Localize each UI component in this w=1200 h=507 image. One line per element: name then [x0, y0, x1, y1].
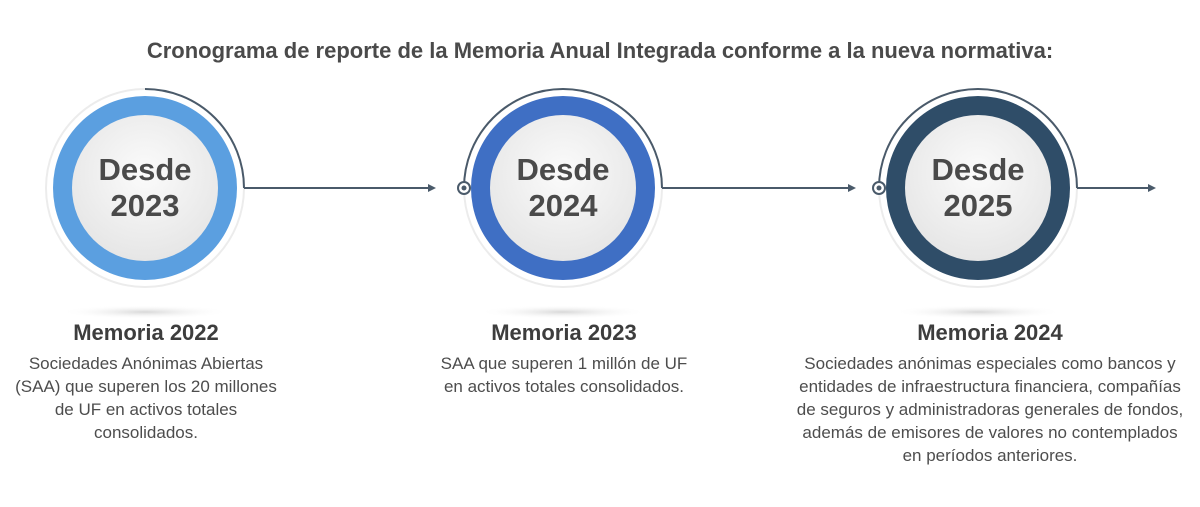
connector-arc: [878, 88, 1078, 189]
year-label-1: Desde 2023: [65, 152, 225, 224]
year-label-3: Desde 2025: [898, 152, 1058, 224]
arrow-head-icon: [428, 184, 436, 192]
connector-arc: [144, 88, 245, 189]
node-shadow: [893, 305, 1063, 319]
start-dot-core: [461, 185, 467, 191]
inner-disc: [905, 115, 1051, 261]
year-line1: Desde: [931, 152, 1025, 187]
step-heading: Memoria 2023: [491, 320, 637, 345]
connector-arc: [463, 88, 663, 189]
timeline-node-1: [45, 88, 436, 319]
year-line2: 2024: [528, 188, 598, 223]
year-line1: Desde: [516, 152, 610, 187]
arrow-head-icon: [1148, 184, 1156, 192]
inner-disc: [490, 115, 636, 261]
year-line2: 2025: [943, 188, 1013, 223]
step-body: Sociedades anónimas especiales como banc…: [796, 354, 1184, 465]
step-heading: Memoria 2022: [73, 320, 219, 345]
node-shadow: [478, 305, 648, 319]
year-line2: 2023: [110, 188, 180, 223]
year-line1: Desde: [98, 152, 192, 187]
arrow-head-icon: [848, 184, 856, 192]
start-dot-core: [876, 185, 882, 191]
diagram-title: Cronograma de reporte de la Memoria Anua…: [146, 38, 1054, 63]
step-description-3: Memoria 2024 Sociedades anónimas especia…: [795, 320, 1185, 467]
timeline-node-2: [457, 88, 856, 319]
step-description-2: Memoria 2023 SAA que superen 1 millón de…: [433, 320, 695, 398]
step-description-1: Memoria 2022 Sociedades Anónimas Abierta…: [10, 320, 282, 444]
inner-disc: [72, 115, 218, 261]
step-body: SAA que superen 1 millón de UF en activo…: [440, 354, 688, 396]
timeline-node-3: [872, 88, 1156, 319]
step-heading: Memoria 2024: [917, 320, 1063, 345]
year-label-2: Desde 2024: [483, 152, 643, 224]
node-shadow: [60, 305, 230, 319]
step-body: Sociedades Anónimas Abiertas (SAA) que s…: [15, 354, 277, 442]
